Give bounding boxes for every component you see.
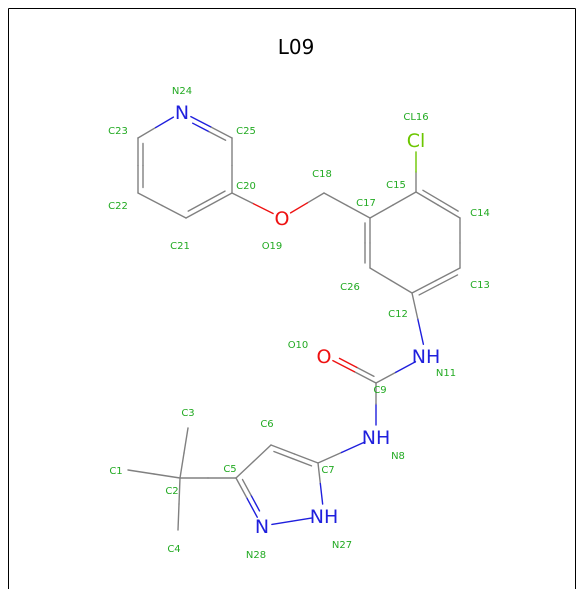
bond-c15-c17 [369,191,417,219]
bond-c1-c2 [127,469,181,479]
bond-c12-c13 [411,267,461,296]
atom-index-n11: N11 [436,368,456,379]
atom-symbol-layer: NH O NH ClO N NH N [175,102,440,538]
atom-index-c5: C5 [223,464,236,475]
bond-c22-c23 [137,137,144,194]
bond-n11-c12 [411,292,425,345]
atom-symbol-n24: N [175,102,189,124]
atom-symbol-n28: N [255,516,269,538]
bond-c2-c3 [179,427,189,479]
atom-index-c13: C13 [470,280,490,291]
atom-index-n27: N27 [332,540,352,551]
atom-index-c3: C3 [181,408,194,419]
bond-n27-n28 [271,517,313,526]
atom-index-c14: C14 [470,208,490,219]
atom-symbol-n27: NH [310,506,339,528]
bond-c5-c6 [235,444,272,479]
frame-border [8,8,576,589]
bond-c17-c26 [364,217,371,269]
atom-symbol-n11: NH [412,346,441,368]
atom-index-c1: C1 [109,466,122,477]
atom-symbol-o19: O [275,208,290,230]
atom-index-n28: N28 [246,550,266,561]
atom-index-c4: C4 [167,544,180,555]
atom-symbol-n8: NH [362,427,391,449]
bond-o19-c20 [231,192,274,215]
bond-c21-c22 [137,192,187,219]
atom-index-c15: C15 [386,180,406,191]
atom-index-c20: C20 [236,181,256,192]
atom-index-n24: N24 [172,86,192,97]
bond-c9-n11 [375,361,417,384]
atom-index-c26: C26 [340,282,360,293]
atom-index-c22: C22 [108,201,128,212]
atom-symbol-cl16: Cl [407,130,426,152]
bond-n28-c5 [235,477,261,518]
atom-index-o10: O10 [288,340,309,351]
molecule-title: L09 [278,35,315,59]
bond-c7-n8 [317,441,366,464]
atom-index-c2: C2 [165,486,178,497]
bond-c23-n24 [137,116,175,139]
bond-c20-c21 [185,190,233,219]
atom-index-c12: C12 [388,309,408,320]
atom-index-c21: C21 [170,241,190,252]
atom-index-c23: C23 [108,126,128,137]
bond-c17-c18 [323,192,371,219]
bond-c6-c7 [270,444,319,467]
atom-index-c6: C6 [260,419,273,430]
bond-c26-c12 [369,267,413,294]
bond-c7-n27 [317,462,324,505]
bond-n24-c25 [190,115,233,141]
atom-symbol-o10: O [317,346,332,368]
atom-index-c17: C17 [356,198,376,209]
atom-index-c18: C18 [312,169,332,180]
bond-c18-o19 [289,192,325,214]
atom-index-c25: C25 [236,126,256,137]
atom-index-cl16: CL16 [403,112,428,123]
bond-c9-o10 [332,357,377,384]
bond-c2-c4 [177,477,181,531]
atom-index-o19: O19 [262,241,283,252]
bond-c14-c15 [415,189,461,219]
atom-index-c9: C9 [373,385,386,396]
atom-index-n8: N8 [391,451,405,462]
atom-index-c7: C7 [321,465,334,476]
bond-layer [127,115,461,531]
